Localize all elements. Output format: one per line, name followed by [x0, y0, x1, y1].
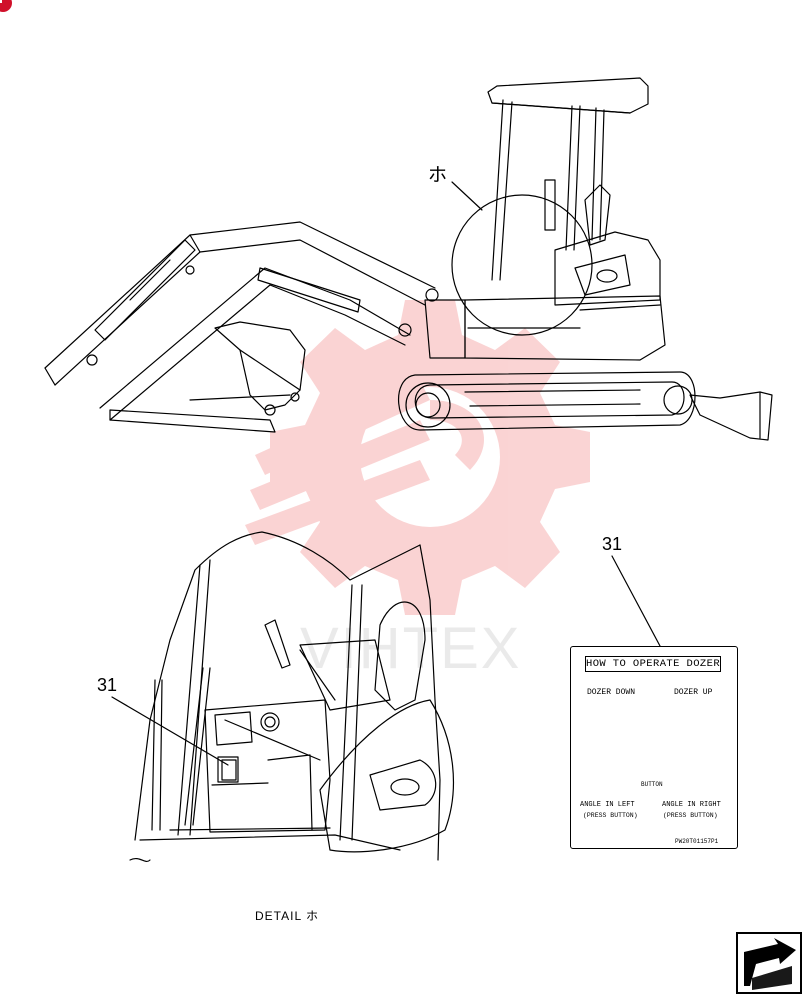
- decal-dozer-up-label: DOZER UP: [674, 688, 713, 697]
- detail-marker-callout: ホ: [428, 165, 448, 186]
- badge-glyph: [0, 0, 2, 3]
- decal-part-code: PW20T01157P1: [675, 838, 719, 845]
- part-number-31-right: 31: [602, 534, 623, 554]
- decal-dozer-down-label: DOZER DOWN: [587, 688, 636, 697]
- watermark-text: VIHTEX: [300, 616, 522, 681]
- decal-press-button-right: (PRESS BUTTON): [663, 812, 718, 819]
- decal-angle-right-label: ANGLE IN RIGHT: [662, 801, 721, 809]
- next-page-arrow-icon[interactable]: [736, 932, 802, 994]
- detail-caption: DETAIL ホ: [255, 909, 320, 923]
- excavator-side-view: [44, 77, 773, 441]
- decal-angle-left-label: ANGLE IN LEFT: [580, 801, 635, 809]
- arrow-glyph: [744, 938, 796, 990]
- page-badge-icon: [0, 0, 12, 12]
- part-number-31-left: 31: [97, 675, 118, 695]
- dozer-operation-decal: HOW TO OPERATE DOZER DOZER DOWN DOZER UP…: [570, 646, 738, 849]
- decal-title: HOW TO OPERATE DOZER: [585, 656, 721, 672]
- decal-press-button-left: (PRESS BUTTON): [583, 812, 638, 819]
- callout-31-leader: [611, 555, 661, 647]
- decal-button-label: BUTTON: [641, 781, 663, 788]
- watermark-logo: [245, 300, 590, 615]
- detail-cab-view: [111, 531, 454, 863]
